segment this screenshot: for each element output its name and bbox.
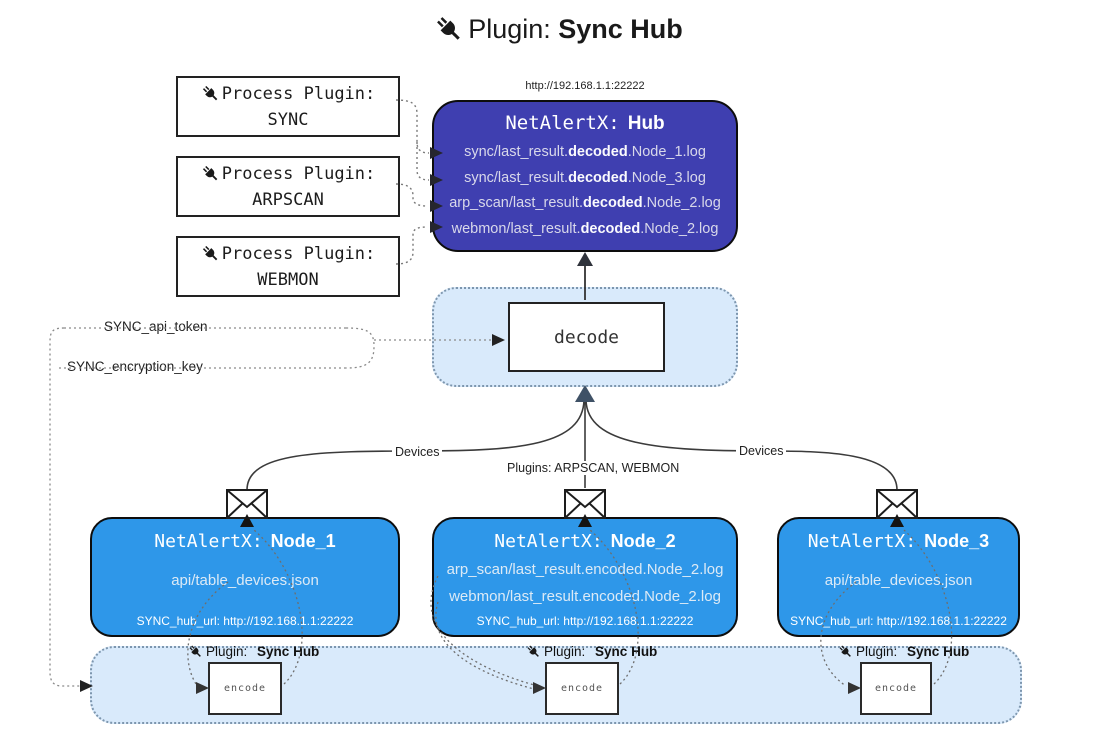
envelope-icon: [226, 489, 268, 519]
node-hub-url: SYNC_hub_url: http://192.168.1.1:22222: [136, 614, 354, 628]
process-plugin-label: Process Plugin:: [221, 83, 376, 104]
hub-log-row: sync/last_result.decoded.Node_1.log: [464, 144, 706, 160]
connector-sync-to-hub: [395, 99, 430, 181]
decode-arrowhead: [575, 385, 595, 402]
plug-icon: [839, 645, 851, 657]
plug-icon: [202, 245, 218, 261]
connector-nodes-to-decode: [246, 399, 898, 491]
hub-log-row: webmon/last_result.decoded.Node_2.log: [451, 220, 719, 237]
process-plugin-box-sync: Process Plugin: SYNC: [176, 76, 400, 137]
encoder-plugin-label: Plugin: Sync Hub: [188, 644, 319, 659]
devices-label-left: Devices: [392, 445, 443, 459]
process-plugin-label: Process Plugin:: [221, 163, 376, 184]
sync-api-token-label: SYNC_api_token: [101, 319, 211, 334]
process-plugin-box-webmon: Process Plugin: WEBMON: [176, 236, 400, 297]
node-title: NetAlertX:Node_3: [807, 531, 990, 552]
plugins-label-mid: Plugins: ARPSCAN, WEBMON: [504, 461, 683, 475]
page-title: Plugin: Sync Hub: [0, 14, 1117, 45]
plug-icon: [437, 17, 460, 40]
encoder-plugin-label: Plugin: Sync Hub: [838, 644, 969, 659]
process-plugin-box-arpscan: Process Plugin: ARPSCAN: [176, 156, 400, 217]
hub-box: NetAlertX: Hub sync/last_result.decoded.N…: [432, 100, 738, 252]
sync-encryption-key-label: SYNC_encryption_key: [64, 359, 206, 374]
hub-title-name: Hub: [627, 113, 665, 134]
envelope-icon: [564, 489, 606, 519]
title-name: Sync Hub: [558, 14, 683, 44]
process-plugin-name: ARPSCAN: [252, 189, 324, 210]
node-box-1: NetAlertX:Node_1 api/table_devices.json …: [90, 517, 400, 637]
node-file: webmon/last_result.encoded.Node_2.log: [449, 588, 721, 605]
hub-title-prefix: NetAlertX:: [505, 112, 620, 134]
plug-icon: [202, 165, 218, 181]
plug-icon: [189, 645, 201, 657]
process-plugin-name: SYNC: [267, 109, 309, 130]
hub-log-row: arp_scan/last_result.decoded.Node_2.log: [449, 195, 721, 211]
hub-url: http://192.168.1.1:22222: [525, 80, 645, 92]
hub-log-row: sync/last_result.decoded.Node_3.log: [464, 169, 706, 186]
node-hub-url: SYNC_hub_url: http://192.168.1.1:22222: [476, 614, 694, 628]
process-plugin-name: WEBMON: [257, 269, 319, 290]
devices-label-right: Devices: [736, 444, 787, 458]
encode-box: encode: [545, 662, 619, 715]
process-plugin-label: Process Plugin:: [221, 243, 376, 264]
title-prefix: Plugin:: [468, 14, 551, 44]
node-title: NetAlertX:Node_1: [154, 531, 336, 552]
connector-webmon-to-hub: [395, 226, 428, 265]
node-file: arp_scan/last_result.encoded.Node_2.log: [446, 561, 724, 578]
settings-arrowheads: [80, 334, 505, 692]
plug-icon: [202, 85, 218, 101]
node-file: api/table_devices.json: [824, 572, 973, 589]
node-hub-url: SYNC_hub_url: http://192.168.1.1:22222: [790, 614, 1007, 628]
node-box-3: NetAlertX:Node_3 api/table_devices.json …: [777, 517, 1020, 637]
node-file: api/table_devices.json: [171, 572, 319, 589]
node-box-2: NetAlertX:Node_2 arp_scan/last_result.en…: [432, 517, 738, 637]
connector-arpscan-to-hub: [395, 183, 428, 207]
decode-box: decode: [508, 302, 665, 372]
plug-icon: [527, 645, 539, 657]
encode-box: encode: [860, 662, 932, 715]
hub-log-list: sync/last_result.decoded.Node_1.log sync…: [434, 140, 736, 242]
encode-box: encode: [208, 662, 282, 715]
node-title: NetAlertX:Node_2: [494, 531, 676, 552]
hub-title: NetAlertX: Hub: [434, 112, 736, 135]
encoder-plugin-label: Plugin: Sync Hub: [526, 644, 657, 659]
envelope-icon: [876, 489, 918, 519]
